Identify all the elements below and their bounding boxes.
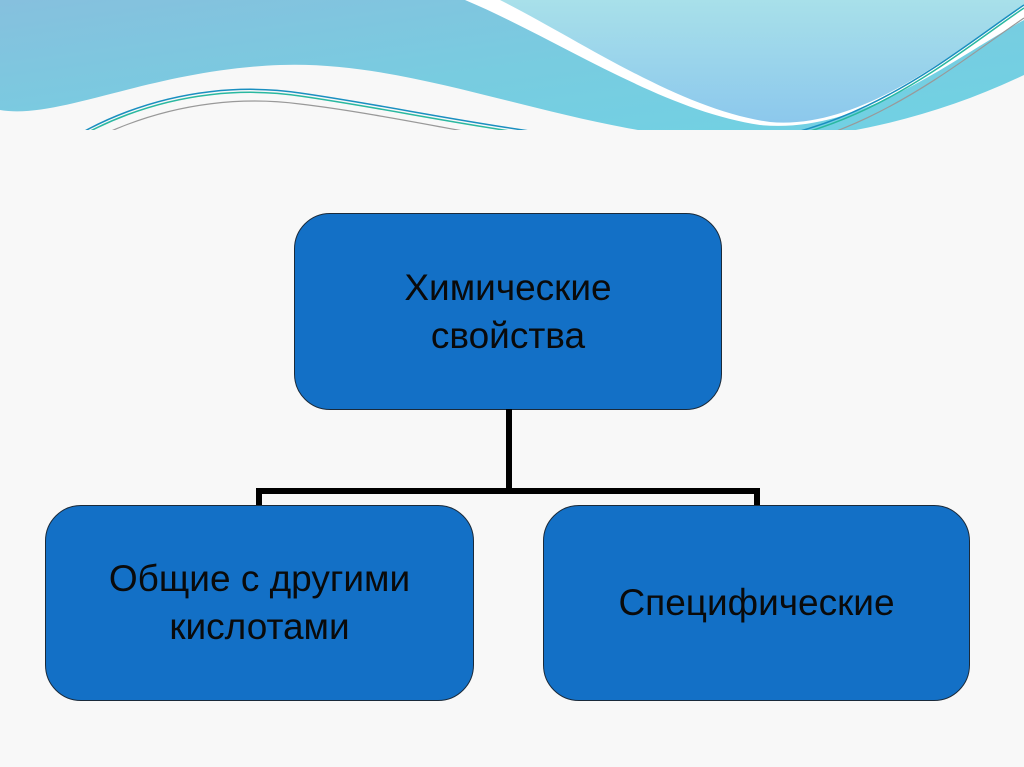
connector-horizontal [256, 488, 760, 494]
connector-right-drop [754, 488, 760, 506]
connector-root-vertical [506, 409, 512, 493]
child-node-common-with-acids: Общие с другими кислотами [45, 505, 474, 701]
child-node-specific: Специфические [543, 505, 970, 701]
header-wave-decoration [0, 0, 1024, 130]
root-node-chemical-properties: Химические свойства [294, 213, 722, 410]
connector-left-drop [256, 488, 262, 506]
